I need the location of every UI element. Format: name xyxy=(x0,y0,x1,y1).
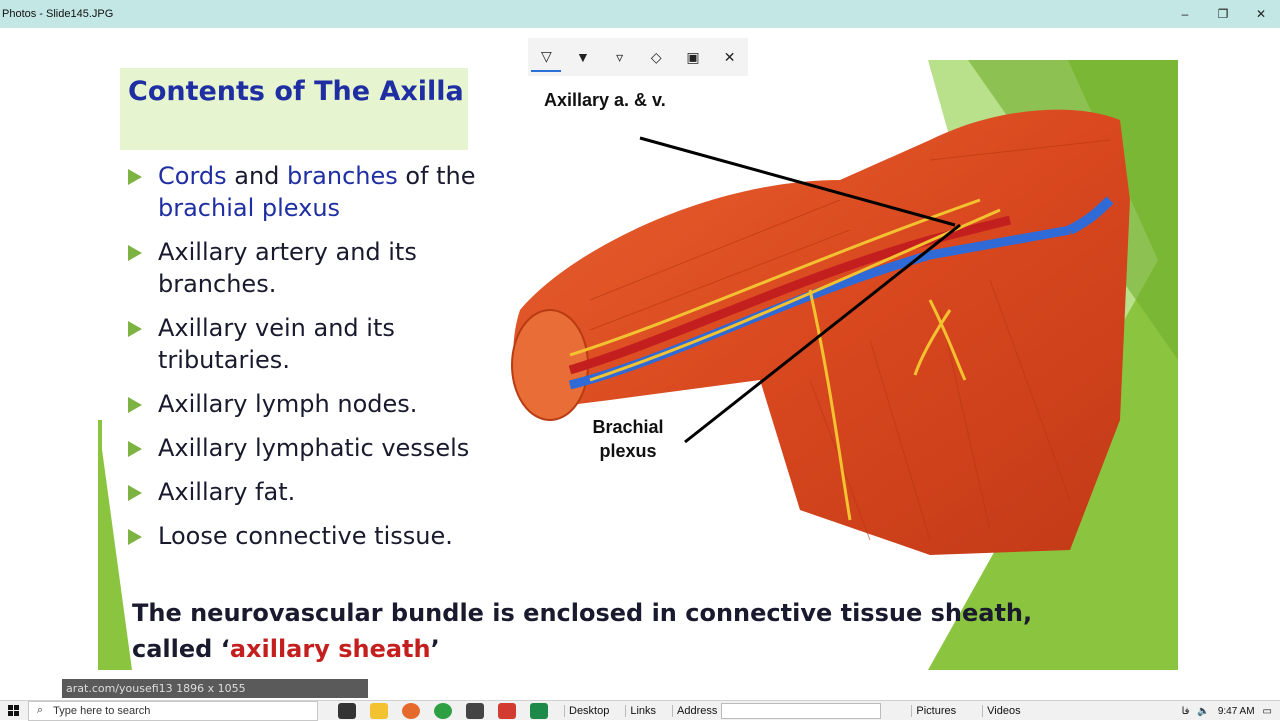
bullet-item: Axillary fat. xyxy=(128,476,498,508)
bullet-text: Axillary vein and its tributaries. xyxy=(158,314,395,374)
bottom-text-main: The neurovascular bundle is enclosed in … xyxy=(132,599,1033,663)
pen-toolbar: ▽ ▼ ▿ ◇ ▣ ✕ xyxy=(528,38,748,76)
bottom-statement: The neurovascular bundle is enclosed in … xyxy=(132,595,1092,667)
bullet-triangle-icon xyxy=(128,529,142,545)
app-icon[interactable] xyxy=(498,702,516,719)
bullet-triangle-icon xyxy=(128,245,142,261)
toolbar-videos[interactable]: Videos xyxy=(982,704,1021,717)
bullet-text-part: brachial plexus xyxy=(158,194,341,222)
bullet-triangle-icon xyxy=(128,397,142,413)
bullet-item: Loose connective tissue. xyxy=(128,520,498,552)
bullet-text: Cords and branches of the brachial plexu… xyxy=(158,160,498,224)
bullet-item: Axillary artery and its branches. xyxy=(128,236,498,300)
minimize-button[interactable]: – xyxy=(1181,7,1189,21)
axilla-anatomy-illustration xyxy=(511,109,1130,555)
taskbar-pinned-apps xyxy=(338,702,548,719)
store-icon[interactable] xyxy=(338,702,356,719)
file-explorer-icon[interactable] xyxy=(370,702,388,719)
photos-icon[interactable] xyxy=(466,702,484,719)
window-title: Photos - Slide145.JPG xyxy=(2,8,114,20)
bullet-item: Axillary lymph nodes. xyxy=(128,388,498,420)
bullet-text-part: and xyxy=(226,162,288,190)
search-icon: ⌕ xyxy=(37,704,44,716)
system-tray: فا 🔈 9:47 AM ▭ xyxy=(1182,701,1280,721)
bullet-item: Axillary lymphatic vessels xyxy=(128,432,498,464)
label-brachial: Brachial xyxy=(592,417,664,437)
bullet-triangle-icon xyxy=(128,441,142,457)
highlighter-icon[interactable]: ▿ xyxy=(616,48,624,65)
bullet-item: Cords and branches of the brachial plexu… xyxy=(128,160,498,224)
start-button[interactable] xyxy=(0,701,28,721)
toolbar-address[interactable]: Address xyxy=(672,704,717,717)
window-controls: – ❐ ✕ xyxy=(1166,0,1280,28)
toolbar-links[interactable]: Links xyxy=(625,704,656,717)
clock[interactable]: 9:47 AM xyxy=(1217,705,1255,717)
bottom-text-quote: ’ xyxy=(430,635,440,663)
taskbar-search-box[interactable]: ⌕ Type here to search xyxy=(28,700,318,721)
speaker-icon[interactable]: 🔈 xyxy=(1197,705,1210,717)
windows-logo-icon xyxy=(8,704,19,716)
bottom-text-highlight: axillary sheath xyxy=(229,635,431,663)
address-input[interactable] xyxy=(721,702,882,719)
bullet-triangle-icon xyxy=(128,169,142,185)
bullet-triangle-icon xyxy=(128,485,142,501)
close-window-button[interactable]: ✕ xyxy=(1255,7,1267,21)
save-copy-icon[interactable]: ▣ xyxy=(686,48,700,65)
language-indicator[interactable]: فا xyxy=(1181,705,1190,717)
bullet-triangle-icon xyxy=(128,321,142,337)
ballpoint-pen-icon[interactable]: ▽ xyxy=(531,42,562,72)
maximize-button[interactable]: ❐ xyxy=(1217,7,1229,21)
label-axillary-av: Axillary a. & v. xyxy=(544,90,666,110)
title-box xyxy=(120,68,468,150)
bullet-text: Axillary fat. xyxy=(158,478,296,506)
slide-image: Contents of The Axilla Cords and branche… xyxy=(98,60,1178,670)
green-decoration-left xyxy=(98,420,132,670)
chrome-icon[interactable] xyxy=(434,702,452,719)
taskbar: ⌕ Type here to search Desktop Links Addr… xyxy=(0,700,1280,721)
bullet-text-part: branches xyxy=(287,162,398,190)
notification-icon[interactable]: ▭ xyxy=(1262,705,1272,717)
label-plexus: plexus xyxy=(599,441,657,461)
firefox-icon[interactable] xyxy=(402,702,420,719)
search-placeholder: Type here to search xyxy=(53,704,151,717)
bullet-item: Axillary vein and its tributaries. xyxy=(128,312,498,376)
bullet-text: Axillary lymphatic vessels xyxy=(158,434,470,462)
window-titlebar: Photos - Slide145.JPG – ❐ ✕ xyxy=(0,0,1280,28)
eraser-icon[interactable]: ◇ xyxy=(650,48,662,65)
toolbar-pictures[interactable]: Pictures xyxy=(911,704,956,717)
pencil-icon[interactable]: ▼ xyxy=(576,49,590,65)
bullet-text: Loose connective tissue. xyxy=(158,522,453,550)
green-bar-left xyxy=(98,420,102,670)
spreadsheet-icon[interactable] xyxy=(530,702,548,719)
watermark-strip: arat.com/yousefi13 1896 x 1055 xyxy=(62,679,368,698)
close-icon[interactable]: ✕ xyxy=(723,48,736,65)
bullet-text: Axillary lymph nodes. xyxy=(158,390,418,418)
bullet-text-part: of the xyxy=(397,162,476,190)
slide-title: Contents of The Axilla xyxy=(128,76,464,107)
bullet-text: Axillary artery and its branches. xyxy=(158,238,417,298)
bullet-text-part: Cords xyxy=(158,162,227,190)
toolbar-desktop[interactable]: Desktop xyxy=(564,704,609,717)
